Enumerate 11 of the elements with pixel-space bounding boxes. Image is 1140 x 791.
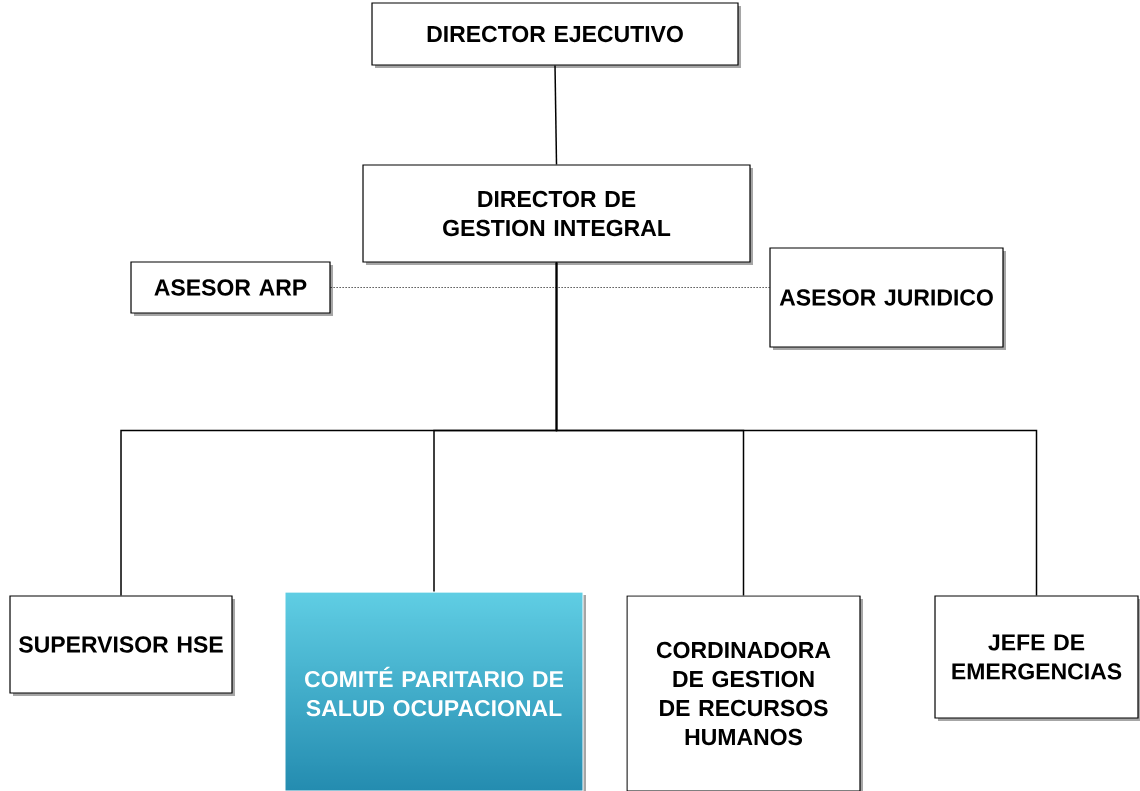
dotted-line	[330, 287, 770, 288]
connector-line	[555, 261, 1038, 597]
highlighted-box: COMITÉ PARITARIO DE SALUD OCUPACIONAL	[284, 591, 584, 791]
role-box: ASESOR ARP	[130, 261, 331, 314]
connector-line	[554, 64, 558, 166]
role-box: JEFE DE EMERGENCIAS	[934, 595, 1139, 719]
role-box: ASESOR JURIDICO	[769, 247, 1004, 348]
role-box: CORDINADORA DE GESTION DE RECURSOS HUMANOS	[626, 595, 861, 791]
role-box: DIRECTOR DE GESTION INTEGRAL	[362, 164, 751, 263]
role-box: SUPERVISOR HSE	[9, 595, 233, 694]
role-box: DIRECTOR EJECUTIVO	[371, 2, 739, 66]
